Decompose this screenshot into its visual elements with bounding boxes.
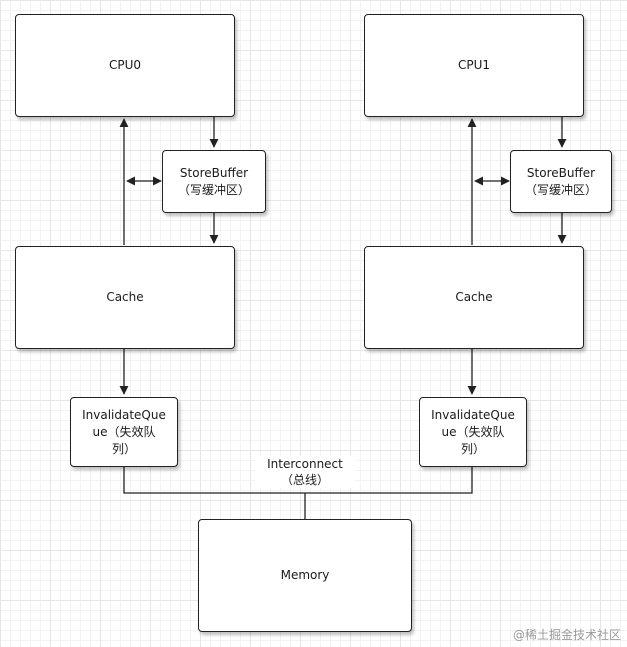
- watermark-text: @稀土掘金技术社区: [512, 628, 621, 642]
- cache-0-label: Cache: [106, 290, 144, 304]
- store-buffer-1-box: StoreBuffer （写缓冲区）: [510, 150, 612, 213]
- store-buffer-0-line1: StoreBuffer: [179, 165, 249, 180]
- interconnect-line2: （总线）: [280, 473, 329, 487]
- invalidate-queue-0-line2: ue（失效队: [92, 424, 156, 439]
- invalidate-queue-0-box: InvalidateQue ue（失效队 列）: [70, 397, 178, 467]
- cpu0-box: CPU0: [15, 14, 235, 117]
- cpu1-label: CPU1: [457, 58, 491, 72]
- store-buffer-1-line1: StoreBuffer: [526, 165, 596, 180]
- store-buffer-0-line2: （写缓冲区）: [177, 182, 250, 197]
- cache-1-box: Cache: [364, 246, 584, 349]
- memory-label: Memory: [280, 568, 330, 582]
- store-buffer-0-box: StoreBuffer （写缓冲区）: [162, 150, 266, 213]
- cpu0-label: CPU0: [108, 58, 142, 72]
- invalidate-queue-1-line2: ue（失效队: [441, 424, 505, 439]
- cache-0-box: Cache: [15, 246, 235, 349]
- memory-box: Memory: [198, 519, 412, 632]
- invalidate-queue-0-line1: InvalidateQue: [82, 407, 166, 422]
- cache-1-label: Cache: [455, 290, 493, 304]
- interconnect-bus: [123, 467, 473, 494]
- cpu1-box: CPU1: [364, 14, 584, 117]
- invalidate-queue-1-box: InvalidateQue ue（失效队 列）: [419, 397, 527, 467]
- invalidate-queue-1-line3: 列）: [460, 441, 485, 456]
- invalidate-queue-0-line3: 列）: [111, 441, 136, 456]
- interconnect-line1: Interconnect: [267, 457, 343, 471]
- interconnect-label: Interconnect （总线）: [255, 456, 355, 488]
- invalidate-queue-1-line1: InvalidateQue: [431, 407, 515, 422]
- store-buffer-1-line2: （写缓冲区）: [524, 182, 597, 197]
